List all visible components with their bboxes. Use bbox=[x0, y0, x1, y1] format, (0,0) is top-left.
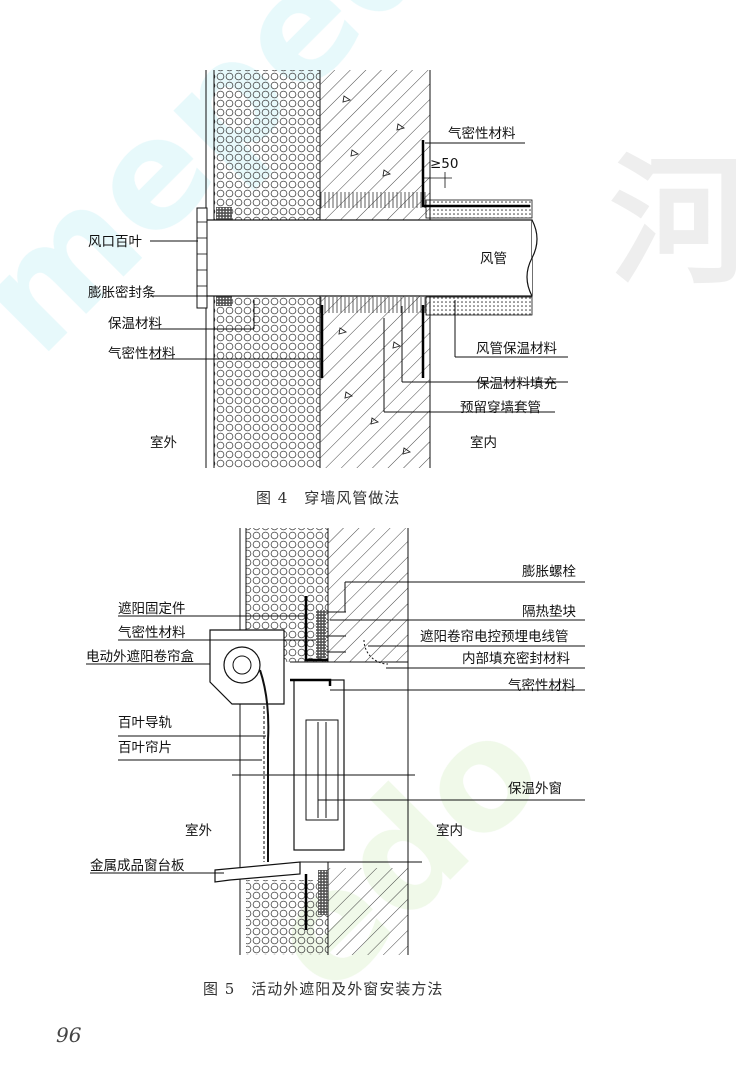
label-duct-insulation: 风管保温材料 bbox=[476, 341, 557, 357]
dimension-marker bbox=[424, 172, 452, 188]
figure-4-leaders bbox=[150, 142, 568, 413]
label-indoor-5: 室内 bbox=[436, 822, 463, 839]
svg-text:河: 河 bbox=[610, 141, 736, 304]
duct-insulation-top bbox=[425, 199, 533, 219]
concrete-marks bbox=[338, 95, 412, 455]
conduit-arc bbox=[363, 639, 389, 665]
thermal-pad-lower bbox=[318, 870, 328, 915]
insulation-lower bbox=[246, 880, 328, 955]
label-gap: ≥50 bbox=[430, 156, 459, 172]
label-louver: 风口百叶 bbox=[88, 234, 142, 250]
figure-4-caption: 图 4 穿墙风管做法 bbox=[256, 489, 400, 507]
roller-axle bbox=[232, 655, 252, 675]
label-airtight-top: 气密性材料 bbox=[448, 125, 516, 142]
thermal-pad bbox=[316, 610, 326, 658]
figure-5: 膨胀螺栓 遮阳固定件 隔热垫块 气密性材料 遮阳卷帘电控预埋电线管 电动外遮阳卷… bbox=[86, 528, 585, 998]
label-shade-box: 电动外遮阳卷帘盒 bbox=[86, 648, 194, 665]
label-duct: 风管 bbox=[480, 251, 507, 267]
label-outdoor-5: 室外 bbox=[185, 822, 212, 839]
window-glazing bbox=[305, 719, 339, 821]
label-thermal-pad: 隔热垫块 bbox=[522, 604, 576, 620]
airtight-top-line bbox=[421, 140, 530, 208]
label-louver-rail: 百叶导轨 bbox=[118, 715, 172, 731]
label-insulation-fill: 保温材料填充 bbox=[476, 376, 557, 392]
shade-fixing bbox=[304, 596, 328, 662]
label-shade-fixing: 遮阳固定件 bbox=[118, 601, 186, 617]
louver bbox=[196, 207, 208, 309]
figure-4: 气密性材料 ≥50 风口百叶 风管 膨胀密封条 保温材料 气密性材料 风管保温材… bbox=[88, 70, 568, 507]
page-number: 96 bbox=[56, 1023, 82, 1047]
svg-text:edo: edo bbox=[232, 682, 576, 1026]
airtight-upper bbox=[290, 678, 332, 686]
label-window: 保温外窗 bbox=[508, 780, 562, 797]
label-seal-strip: 膨胀密封条 bbox=[88, 284, 156, 301]
label-insulation: 保温材料 bbox=[108, 316, 162, 332]
label-expansion-bolt: 膨胀螺栓 bbox=[522, 564, 576, 580]
figure-5-caption: 图 5 活动外遮阳及外窗安装方法 bbox=[203, 980, 443, 998]
label-airtight-2: 气密性材料 bbox=[508, 677, 576, 694]
sleeve-fill-top bbox=[320, 192, 426, 208]
label-conduit: 遮阳卷帘电控预埋电线管 bbox=[420, 629, 569, 645]
label-sleeve: 预留穿墙套管 bbox=[460, 400, 541, 416]
figure-5-leaders bbox=[86, 581, 585, 874]
duct bbox=[205, 219, 533, 297]
sleeve-fill-bottom bbox=[320, 297, 426, 313]
duct-break bbox=[526, 219, 538, 297]
expansion-bolts bbox=[326, 611, 346, 653]
louver-rail bbox=[259, 669, 270, 862]
label-indoor-4: 室内 bbox=[470, 434, 497, 451]
label-airtight-left: 气密性材料 bbox=[108, 345, 176, 362]
concrete-lower bbox=[328, 868, 408, 955]
label-airtight-1: 气密性材料 bbox=[118, 624, 186, 641]
label-sill: 金属成品窗台板 bbox=[90, 857, 185, 874]
metal-sill bbox=[214, 861, 301, 883]
label-louver-slat: 百叶帘片 bbox=[118, 740, 172, 756]
duct-insulation-bottom bbox=[425, 296, 533, 316]
label-outdoor-4: 室外 bbox=[150, 434, 177, 451]
concrete-upper bbox=[328, 528, 408, 662]
label-inner-fill: 内部填充密封材料 bbox=[462, 650, 570, 667]
seal-block-top bbox=[216, 207, 232, 221]
